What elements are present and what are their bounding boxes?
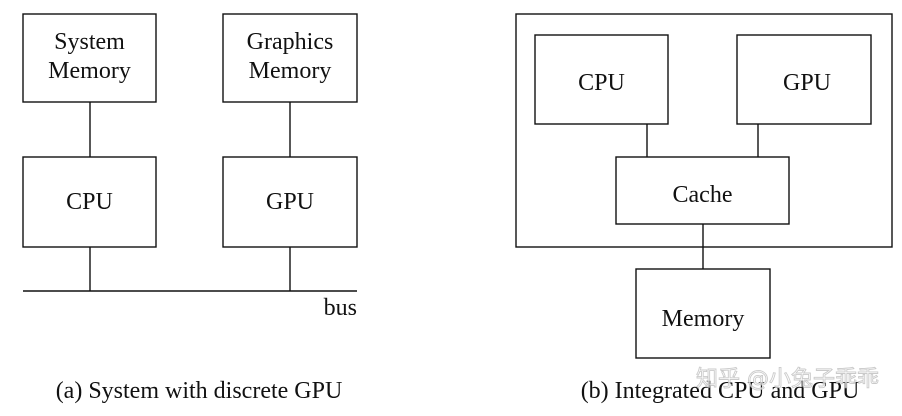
caption-discrete-gpu: (a) System with discrete GPU xyxy=(56,378,343,404)
graphics-memory-label-line1: Graphics xyxy=(247,29,334,55)
cpu-label-discrete: CPU xyxy=(66,189,113,215)
cache-box: Cache xyxy=(615,156,790,225)
cpu-box-integrated: CPU xyxy=(534,34,669,125)
system-memory-label-line1: System xyxy=(54,29,125,55)
cache-label: Cache xyxy=(673,182,733,208)
diagram-discrete-gpu: System Memory Graphics Memory CPU GPU bu… xyxy=(22,13,358,404)
gpu-box-integrated: GPU xyxy=(736,34,872,125)
diagram-integrated: CPU GPU Cache Memory (b) Integrated CPU … xyxy=(515,13,893,404)
graphics-memory-label-line2: Memory xyxy=(249,58,332,84)
cpu-box-discrete: CPU xyxy=(22,156,157,248)
system-memory-box: System Memory xyxy=(22,13,157,103)
gpu-label-integrated: GPU xyxy=(783,70,831,96)
gpu-box-discrete: GPU xyxy=(222,156,358,248)
graphics-memory-box: Graphics Memory xyxy=(222,13,358,103)
caption-integrated: (b) Integrated CPU and GPU xyxy=(581,378,860,404)
system-memory-label-line2: Memory xyxy=(48,58,131,84)
watermark-text: 知乎 @小兔子乖乖 xyxy=(696,367,879,392)
cpu-label-integrated: CPU xyxy=(578,70,625,96)
bus-label: bus xyxy=(324,295,357,321)
memory-label: Memory xyxy=(662,306,745,332)
gpu-label-discrete: GPU xyxy=(266,189,314,215)
memory-box: Memory xyxy=(635,268,771,359)
